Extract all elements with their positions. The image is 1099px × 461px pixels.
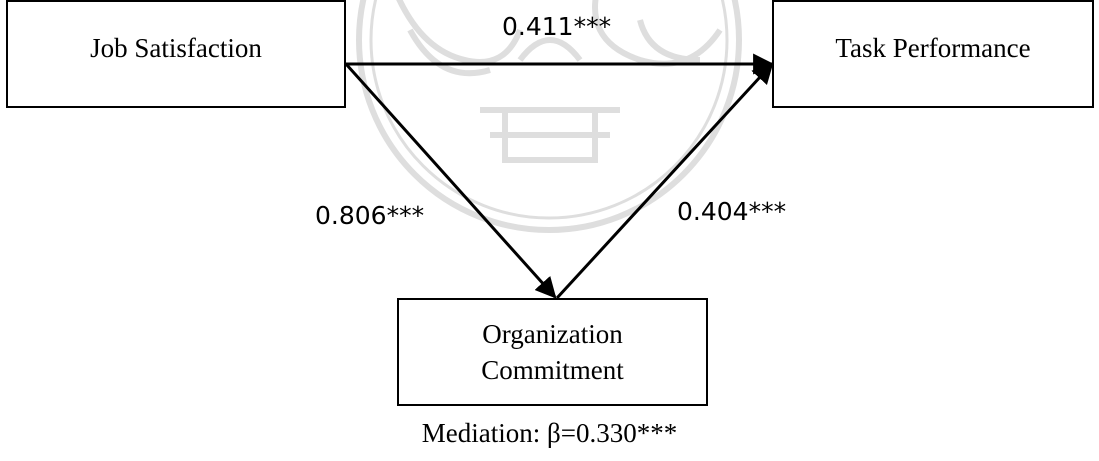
coefficient-js-to-oc: 0.806***	[315, 201, 425, 230]
arrow-js-to-oc	[344, 62, 557, 299]
node-job-satisfaction: Job Satisfaction	[6, 0, 346, 108]
node-job-satisfaction-label: Job Satisfaction	[90, 33, 262, 63]
coefficient-js-to-tp: 0.411***	[502, 12, 612, 41]
node-task-performance: Task Performance	[772, 0, 1094, 108]
node-organization-commitment-line-2: Commitment	[481, 355, 624, 385]
node-task-performance-label: Task Performance	[835, 33, 1031, 63]
arrow-oc-to-tp	[555, 62, 774, 300]
node-organization-commitment-line-1: Organization	[482, 318, 623, 349]
coefficient-oc-to-tp: 0.404***	[677, 197, 787, 226]
node-organization-commitment: Organization Commitment	[397, 298, 708, 406]
mediation-effect-caption: Mediation: β=0.330***	[421, 418, 678, 448]
